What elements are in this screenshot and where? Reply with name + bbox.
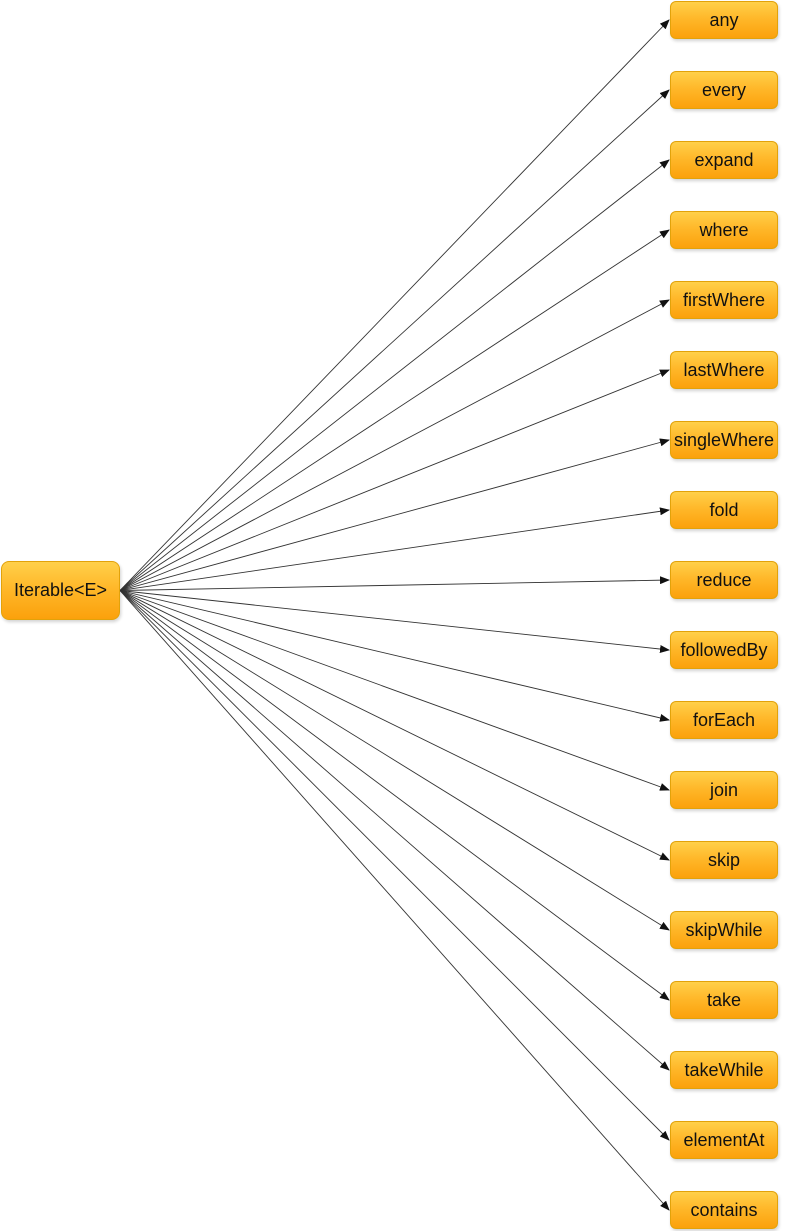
method-node-contains[interactable]: contains [670, 1191, 778, 1229]
method-node-every[interactable]: every [670, 71, 778, 109]
edge-to-followedby [119, 590, 670, 654]
method-node-elementat[interactable]: elementAt [670, 1121, 778, 1159]
method-node-takewhile[interactable]: takeWhile [670, 1051, 778, 1089]
edge-to-every [119, 89, 670, 591]
edge-to-any [119, 19, 670, 591]
method-node-any[interactable]: any [670, 1, 778, 39]
edge-to-join [119, 590, 670, 791]
edge-to-singlewhere [119, 438, 670, 591]
method-node-expand[interactable]: expand [670, 141, 778, 179]
edge-to-where [119, 229, 670, 591]
edge-to-skip [119, 590, 670, 861]
edge-to-lastwhere [119, 369, 670, 591]
method-node-followedby[interactable]: followedBy [670, 631, 778, 669]
method-node-lastwhere[interactable]: lastWhere [670, 351, 778, 389]
method-node-join[interactable]: join [670, 771, 778, 809]
edge-to-contains [119, 590, 670, 1211]
edge-to-takewhile [119, 590, 670, 1071]
method-node-skipwhile[interactable]: skipWhile [670, 911, 778, 949]
edge-to-skipwhile [119, 590, 670, 931]
method-node-foreach[interactable]: forEach [670, 701, 778, 739]
edge-to-elementat [119, 590, 670, 1141]
method-node-reduce[interactable]: reduce [670, 561, 778, 599]
method-node-singlewhere[interactable]: singleWhere [670, 421, 778, 459]
edge-to-firstwhere [119, 299, 670, 591]
edge-to-reduce [119, 576, 670, 591]
iterable-source-node[interactable]: Iterable<E> [1, 561, 120, 620]
edge-to-fold [119, 507, 670, 591]
edge-to-expand [119, 159, 670, 591]
method-node-firstwhere[interactable]: firstWhere [670, 281, 778, 319]
method-node-where[interactable]: where [670, 211, 778, 249]
method-node-fold[interactable]: fold [670, 491, 778, 529]
method-node-skip[interactable]: skip [670, 841, 778, 879]
edge-to-take [119, 590, 670, 1001]
edge-to-foreach [119, 590, 670, 722]
method-node-take[interactable]: take [670, 981, 778, 1019]
